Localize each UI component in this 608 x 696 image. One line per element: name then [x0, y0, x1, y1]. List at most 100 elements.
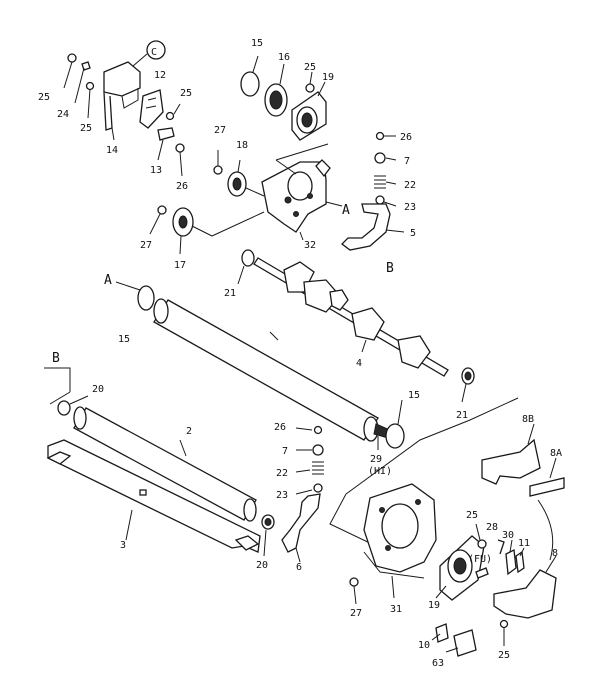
label-26-right: 26: [400, 132, 412, 143]
label-23-top: 23: [404, 202, 416, 213]
lever-6: [281, 493, 321, 553]
label-8a: 8A: [550, 448, 562, 459]
washer-27-lower: [349, 577, 359, 587]
screw-25-plate: [165, 111, 175, 121]
switch-10: [435, 623, 449, 643]
label-6: 6: [296, 562, 302, 573]
bushing-21-left: [241, 249, 255, 267]
label-22-top: 22: [404, 180, 416, 191]
label-15-a: 15: [118, 334, 130, 345]
label-b-lower: B: [52, 351, 60, 366]
frame-31: [329, 397, 519, 605]
label-3: 3: [120, 540, 126, 551]
bracket-8: [493, 569, 557, 619]
label-25-right: 25: [466, 510, 478, 521]
label-18: 18: [236, 140, 248, 151]
fu-part: [475, 567, 489, 579]
roller-4d: [397, 335, 431, 369]
label-8: 8: [552, 548, 558, 559]
pin-23-lower: [313, 483, 323, 493]
cap-7-top: [374, 152, 386, 164]
label-27-lower: 27: [350, 608, 362, 619]
screw-26-top: [375, 131, 385, 141]
lever-5: [341, 203, 391, 251]
pin-28: [497, 539, 505, 555]
label-31: 31: [390, 604, 402, 615]
gear-stack-top: [240, 55, 327, 141]
label-fu: (FU): [468, 554, 492, 565]
label-10: 10: [418, 640, 430, 651]
label-21-right: 21: [456, 410, 468, 421]
label-5: 5: [410, 228, 416, 239]
spring-stack-lower: [281, 425, 324, 563]
label-19-lower: 19: [428, 600, 440, 611]
e-ring-15-top: [240, 71, 260, 97]
bracket-group-8: [475, 423, 565, 646]
label-27-left: 27: [140, 240, 152, 251]
screw-26-lower: [175, 143, 185, 153]
label-63: 63: [432, 658, 444, 669]
guide-3: [47, 439, 261, 553]
label-7-lower: 7: [282, 446, 288, 457]
label-25-bottom: 25: [498, 650, 510, 661]
label-24: 24: [57, 109, 69, 120]
screw-25-top: [67, 53, 77, 63]
label-25-plate: 25: [180, 88, 192, 99]
label-29-hi: (HI): [368, 466, 392, 477]
label-26-left: 26: [176, 181, 188, 192]
label-b-upper: B: [386, 261, 394, 276]
sensor-30: [505, 549, 517, 576]
label-25-gear: 25: [304, 62, 316, 73]
bracket-63: [453, 629, 477, 657]
e-ring-15-b: [385, 423, 405, 449]
main-roller: [115, 281, 405, 450]
label-21-left: 21: [224, 288, 236, 299]
frame-32: [261, 143, 343, 241]
callout-c-circle: [146, 40, 166, 60]
gear-17-group: [149, 205, 265, 255]
roller-shaft-4: [237, 249, 449, 377]
label-20-left: 20: [92, 384, 104, 395]
label-12: 12: [154, 70, 166, 81]
label-7-top: 7: [404, 156, 410, 167]
label-19-top: 19: [322, 72, 334, 83]
gear-18-group: [213, 150, 265, 197]
label-26-lower: 26: [274, 422, 286, 433]
label-27-upper: 27: [214, 125, 226, 136]
screw-25-bottom: [499, 619, 509, 629]
label-22-lower: 22: [276, 468, 288, 479]
label-14: 14: [106, 145, 118, 156]
clip-24: [81, 61, 91, 71]
label-2: 2: [186, 426, 192, 437]
cap-7-lower: [312, 444, 324, 456]
roller-body-1: [153, 299, 379, 441]
label-16: 16: [278, 52, 290, 63]
label-28: 28: [486, 522, 498, 533]
screw-25-mid: [85, 81, 95, 91]
lower-roller-assembly: [44, 367, 275, 557]
screw-25-gear: [305, 83, 315, 93]
screw-25-right: [477, 539, 487, 549]
label-8b: 8B: [522, 414, 534, 425]
label-13: 13: [150, 165, 162, 176]
spring-22-lower: [312, 461, 324, 475]
label-a-upper: A: [342, 203, 350, 218]
spring-stack-top: [341, 131, 405, 251]
e-ring-15-a: [137, 285, 155, 311]
label-15-b: 15: [408, 390, 420, 401]
label-23-lower: 23: [276, 490, 288, 501]
washer-27-left: [157, 205, 167, 215]
label-15-top: 15: [251, 38, 263, 49]
bracket-8b: [481, 438, 541, 485]
label-20-right: 20: [256, 560, 268, 571]
label-17: 17: [174, 260, 186, 271]
label-29: 29: [370, 454, 382, 465]
screw-26-lower: [313, 425, 323, 435]
spring-22-top: [374, 175, 386, 189]
lever-13: [157, 127, 175, 141]
label-32: 32: [304, 240, 316, 251]
label-30: 30: [502, 530, 514, 541]
label-4: 4: [356, 358, 362, 369]
callout-labels: 15 16 25 19 25 24 25 12 25 14 13 26 27 1…: [38, 38, 562, 669]
